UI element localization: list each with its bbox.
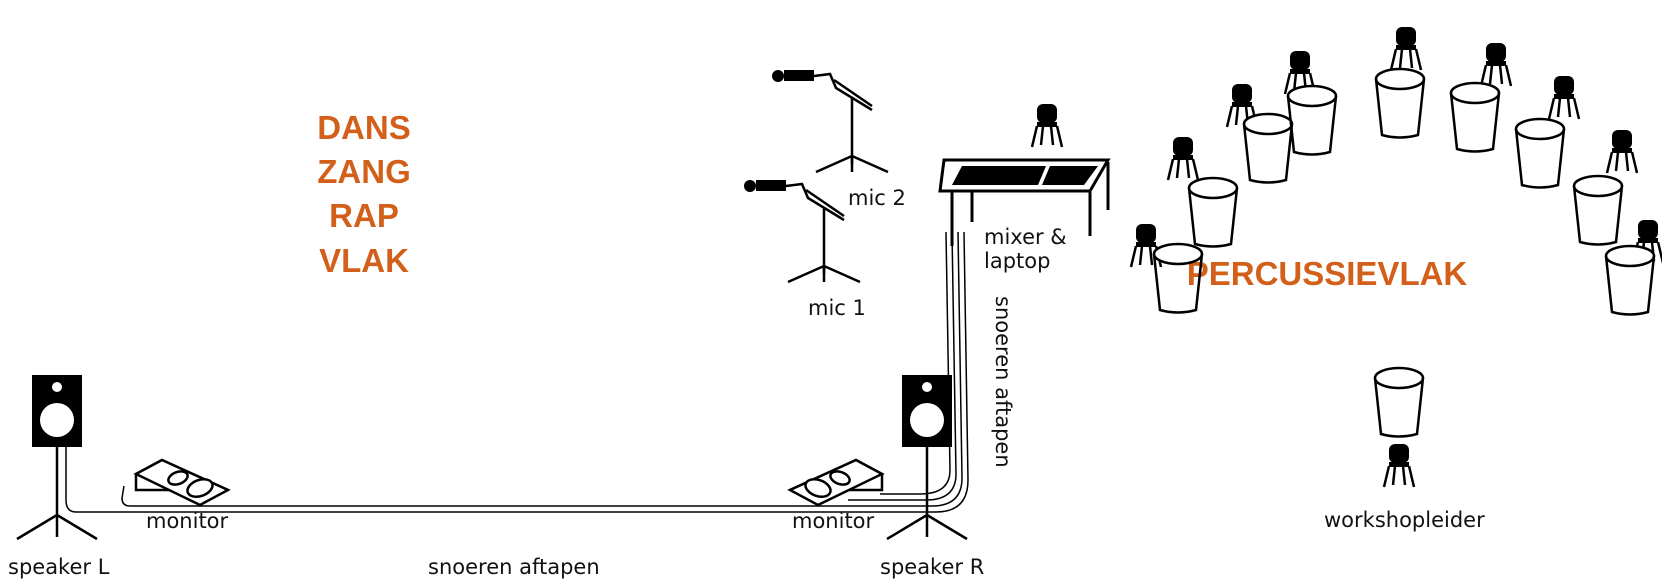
drum-icon [1286, 84, 1338, 156]
leader-chair-icon [1382, 442, 1416, 489]
mic1-label: mic 1 [808, 296, 866, 320]
leader-label: workshopleider [1324, 508, 1485, 532]
speaker-left-icon [15, 373, 99, 541]
monitor-left-label: monitor [146, 509, 229, 533]
chair-icon [1547, 74, 1581, 121]
monitor-wedge-icon [133, 458, 231, 507]
drum-icon [1374, 67, 1426, 139]
cables-bottom-label: snoeren aftapen [428, 555, 600, 579]
mic2-label: mic 2 [848, 186, 906, 210]
percussion-zone-label: PERCUSSIEVLAK [1187, 255, 1468, 292]
cables-vertical-label: snoeren aftapen [991, 296, 1015, 468]
cable-run [65, 231, 969, 513]
speaker-right-label: speaker R [880, 555, 984, 579]
chair-icon [1479, 41, 1513, 88]
mic-stand-icon [770, 68, 890, 174]
chair-icon [1129, 222, 1163, 269]
zone-word: ZANG [317, 153, 411, 190]
monitor-right-label: monitor [792, 509, 875, 533]
mixer-label-line1: mixer & [984, 225, 1067, 249]
mixer-table-icon [938, 158, 1111, 246]
drum-icon [1242, 112, 1294, 184]
mixer-label-line2: laptop [984, 249, 1050, 273]
zone-word: VLAK [319, 242, 409, 279]
speaker-left-label: speaker L [8, 555, 110, 579]
dance-zone-label: DANS ZANG RAP VLAK [317, 109, 411, 279]
chair-icon [1166, 135, 1200, 182]
zone-word: DANS [317, 109, 411, 146]
mic-stand-icon [742, 178, 862, 284]
monitor-wedge-icon [787, 458, 885, 507]
chair-icon [1389, 25, 1423, 72]
drum-icon [1514, 117, 1566, 189]
leader-drum-icon [1373, 366, 1425, 438]
zone-word: RAP [329, 197, 399, 234]
drum-icon [1604, 244, 1656, 316]
chair-icon [1605, 128, 1639, 175]
operator-chair-icon [1030, 102, 1064, 149]
drum-icon [1572, 174, 1624, 246]
drum-icon [1449, 81, 1501, 153]
drum-icon [1187, 176, 1239, 248]
